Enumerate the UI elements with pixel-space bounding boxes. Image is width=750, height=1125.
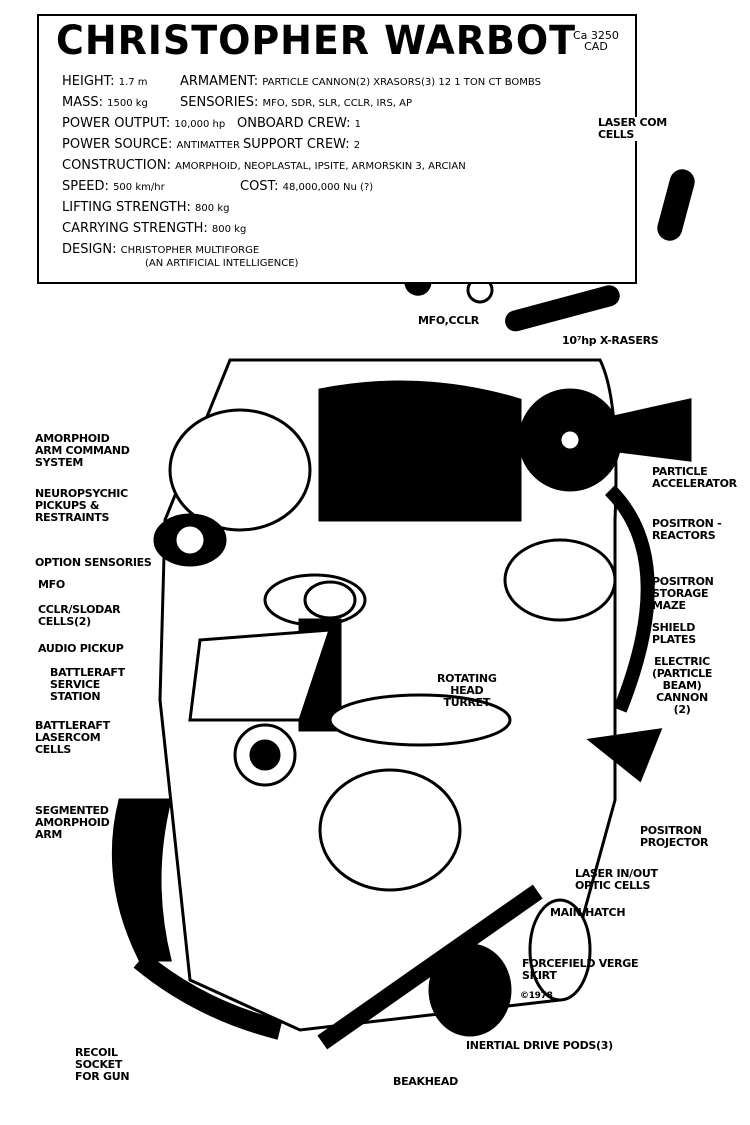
spec-design-note: (AN ARTIFICIAL INTELLIGENCE) <box>145 258 299 269</box>
label-audio-pickup: AUDIO PICKUP <box>38 642 124 655</box>
label-storage-maze: POSITRON STORAGE MAZE <box>652 575 714 612</box>
label-option-sensories: OPTION SENSORIES <box>35 556 152 569</box>
label-arm-command: AMORPHOID ARM COMMAND SYSTEM <box>35 432 130 469</box>
label-head-turret: ROTATING HEAD TURRET <box>437 672 497 709</box>
label-cclr-slodar: CCLR/SLODAR CELLS(2) <box>38 603 121 628</box>
label-forcefield: FORCEFIELD VERGE SKIRT <box>522 957 639 982</box>
label-laser-com-cells: LASER COM CELLS <box>598 116 667 141</box>
spec-box <box>37 14 637 284</box>
label-mfo-cclr: MFO,CCLR <box>418 314 479 327</box>
spec-design: DESIGN: CHRISTOPHER MULTIFORGE <box>62 242 260 257</box>
label-beakhead: BEAKHEAD <box>393 1075 458 1088</box>
spec-construction: CONSTRUCTION: AMORPHOID, NEOPLASTAL, IPS… <box>62 158 466 173</box>
spec-speed: SPEED: 500 km/hr <box>62 179 165 194</box>
label-neuropsychic: NEUROPSYCHIC PICKUPS & RESTRAINTS <box>35 487 128 524</box>
label-positron-reactors: POSITRON - REACTORS <box>652 517 722 542</box>
spec-onboard-crew: ONBOARD CREW: 1 <box>237 116 362 131</box>
label-lasercom: BATTLERAFT LASERCOM CELLS <box>35 719 110 756</box>
label-particle-accelerator: PARTICLE ACCELERATOR <box>652 465 737 490</box>
spec-mass: MASS: 1500 kg <box>62 95 148 110</box>
label-drive-pods: INERTIAL DRIVE PODS(3) <box>466 1039 613 1052</box>
label-x-rasers: 10⁷hp X-RASERS <box>562 334 659 347</box>
date-note: Ca 3250 CAD <box>573 29 619 53</box>
page-title: CHRISTOPHER WARBOT <box>56 18 576 64</box>
label-positron-projector: POSITRON PROJECTOR <box>640 824 709 849</box>
label-service-station: BATTLERAFT SERVICE STATION <box>50 666 125 703</box>
label-laser-optic: LASER IN/OUT OPTIC CELLS <box>575 867 658 892</box>
label-shield-plates: SHIELD PLATES <box>652 621 696 646</box>
spec-power-output: POWER OUTPUT: 10,000 hp <box>62 116 226 131</box>
spec-power-source: POWER SOURCE: ANTIMATTER <box>62 137 240 152</box>
spec-height: HEIGHT: 1.7 m <box>62 74 148 89</box>
spec-sensories: SENSORIES: MFO, SDR, SLR, CCLR, IRS, AP <box>180 95 413 110</box>
spec-armament: ARMAMENT: PARTICLE CANNON(2) XRASORS(3) … <box>180 74 541 89</box>
warbot-drawing <box>111 358 692 1050</box>
label-main-hatch: MAIN HATCH <box>550 906 626 919</box>
spec-support-crew: SUPPORT CREW: 2 <box>243 137 361 152</box>
label-segmented-arm: SEGMENTED AMORPHOID ARM <box>35 804 110 841</box>
label-mfo: MFO <box>38 578 65 591</box>
label-recoil-socket: RECOIL SOCKET FOR GUN <box>75 1046 130 1083</box>
label-electric-cannon: ELECTRIC (PARTICLE BEAM) CANNON (2) <box>652 655 713 716</box>
spec-cost: COST: 48,000,000 Nu (?) <box>240 179 374 194</box>
spec-lifting: LIFTING STRENGTH: 800 kg <box>62 200 230 215</box>
spec-carrying: CARRYING STRENGTH: 800 kg <box>62 221 247 236</box>
copyright: ©1978 <box>520 991 553 1001</box>
